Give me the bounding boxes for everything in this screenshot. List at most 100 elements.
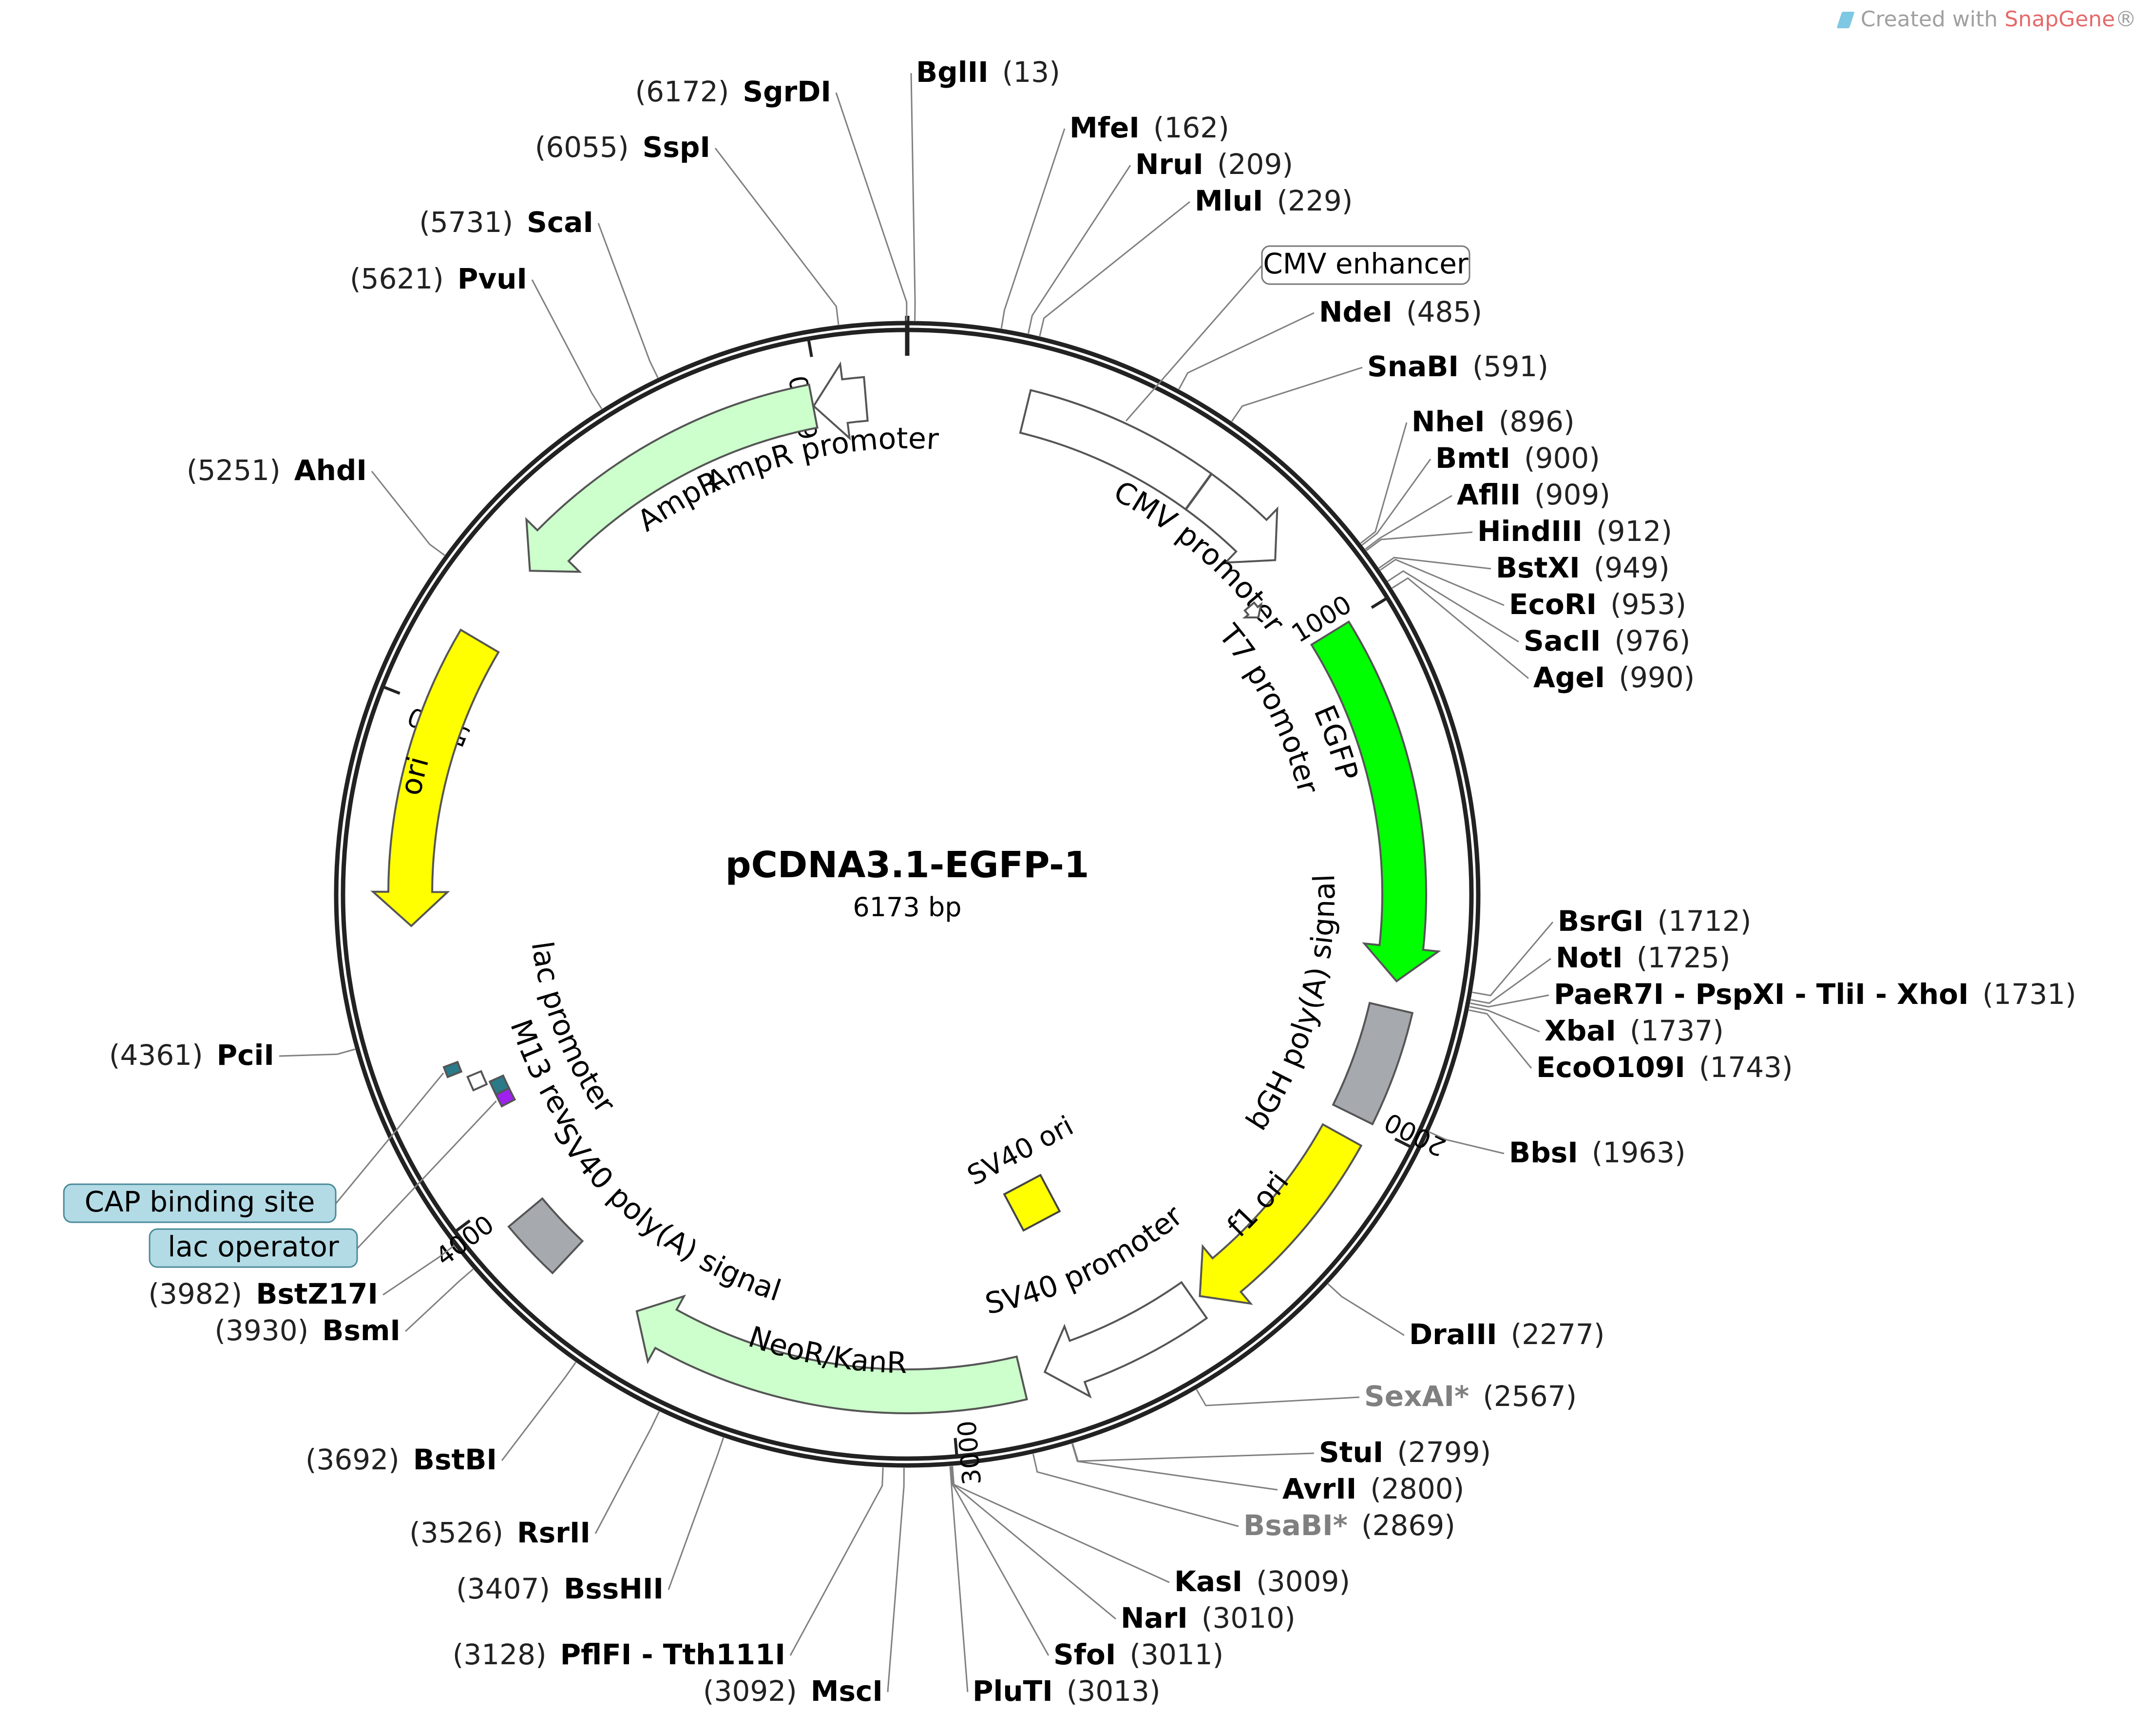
feature-cap-binding-site[interactable]: CAP binding site — [63, 1060, 463, 1223]
site-ndei[interactable]: NdeI(485) — [1178, 295, 1482, 390]
feature-f1-ori[interactable]: f1 ori — [1199, 1123, 1363, 1305]
site-scai[interactable]: (5731)ScaI — [419, 206, 659, 378]
site-pvui[interactable]: (5621)PvuI — [350, 262, 603, 409]
leader-line — [335, 1072, 444, 1204]
site-stui[interactable]: StuI(2799) — [1072, 1436, 1491, 1469]
site-position: (2277) — [1511, 1318, 1605, 1351]
feature-ampr[interactable]: AmpR — [525, 383, 819, 573]
site-bstbi[interactable]: (3692)BstBI — [305, 1362, 576, 1477]
site-bsrgi[interactable]: BsrGI(1712) — [1472, 904, 1752, 997]
site-leader-line — [668, 1437, 725, 1590]
site-position: (3692) — [305, 1443, 400, 1476]
site-xbai[interactable]: XbaI(1737) — [1469, 1006, 1724, 1047]
site-name: BglII — [916, 56, 989, 89]
site-leader-line — [1470, 958, 1551, 1004]
site-position: (209) — [1217, 148, 1293, 181]
site-name: EcoRI — [1509, 588, 1597, 621]
site-label: (3092)MscI — [703, 1674, 883, 1708]
site-bsshii[interactable]: (3407)BssHII — [456, 1437, 725, 1605]
site-leader-line — [1327, 1283, 1405, 1336]
feature-tag-box — [63, 1183, 337, 1223]
feature-shape — [466, 1070, 488, 1092]
site-mlui[interactable]: MluI(229) — [1039, 184, 1353, 337]
site-sgrdi[interactable]: (6172)SgrDI — [635, 75, 908, 321]
site-name: NotI — [1556, 941, 1623, 974]
site-pluti[interactable]: PluTI(3013) — [949, 1466, 1161, 1708]
site-name: AgeI — [1533, 661, 1605, 694]
site-bstz17i[interactable]: (3982)BstZ17I — [148, 1245, 455, 1310]
site-mfei[interactable]: MfeI(162) — [1000, 111, 1229, 329]
site-ecori[interactable]: EcoRI(953) — [1380, 558, 1686, 621]
site-leader-line — [1361, 459, 1431, 546]
site-name: HindIII — [1477, 515, 1583, 548]
site-noti[interactable]: NotI(1725) — [1470, 941, 1731, 1004]
leader-line — [1125, 265, 1263, 422]
feature-cmv-enhancer[interactable]: CMV enhancer — [1019, 245, 1470, 511]
site-bbsi[interactable]: BbsI(1963) — [1429, 1131, 1686, 1169]
feature-ori[interactable]: ori — [370, 628, 500, 927]
site-snabi[interactable]: SnaBI(591) — [1231, 350, 1548, 422]
site-nari[interactable]: NarI(3010) — [951, 1466, 1296, 1635]
site-label: NheI(896) — [1412, 405, 1575, 438]
site-hindiii[interactable]: HindIII(912) — [1366, 515, 1672, 551]
feature-neor-kanr[interactable]: NeoR/KanR — [635, 1294, 1028, 1414]
feature-cmv-promoter[interactable]: CMV promoter — [1108, 472, 1291, 639]
site-bsmi[interactable]: (3930)BsmI — [214, 1269, 474, 1347]
site-leader-line — [1472, 922, 1554, 997]
site-name: ScaI — [527, 206, 593, 239]
feature-label: SV40 poly(A) signal — [547, 1117, 785, 1309]
feature-label: SV40 ori — [962, 1110, 1079, 1192]
tick-1000 — [1371, 597, 1387, 609]
site-leader-line — [950, 1466, 1049, 1656]
site-position: (229) — [1277, 184, 1353, 217]
site-position: (990) — [1619, 661, 1695, 694]
feature-shape — [1332, 1001, 1414, 1126]
site-sacii[interactable]: SacII(976) — [1387, 570, 1690, 657]
site-position: (900) — [1524, 442, 1600, 475]
site-agei[interactable]: AgeI (990) — [1392, 577, 1695, 694]
site-label: (5621)PvuI — [350, 262, 527, 295]
site-bmti[interactable]: BmtI(900) — [1361, 442, 1600, 546]
feature-shape — [442, 1060, 463, 1078]
site-name: AvrII — [1282, 1472, 1356, 1505]
watermark-brand: SnapGene — [2004, 7, 2115, 32]
site-bglii[interactable]: BglII(13) — [910, 56, 1060, 321]
site-msci[interactable]: (3092)MscI — [703, 1467, 905, 1708]
site-ahdi[interactable]: (5251)AhdI — [187, 454, 445, 556]
site-label: PluTI(3013) — [973, 1674, 1161, 1708]
site-avrii[interactable]: AvrII(2800) — [1071, 1443, 1464, 1505]
site-sfoi[interactable]: SfoI(3011) — [950, 1466, 1223, 1672]
feature-shape — [1310, 620, 1441, 983]
site-leader-line — [887, 1467, 905, 1693]
site-label: BmtI(900) — [1435, 442, 1600, 475]
site-bstxi[interactable]: BstXI(949) — [1378, 551, 1670, 584]
site-kasi[interactable]: KasI(3009) — [952, 1466, 1350, 1598]
feature-lac-operator[interactable]: lac operator — [149, 1085, 516, 1268]
site-name: SexAI* — [1364, 1380, 1469, 1413]
site-sexai[interactable]: SexAI*(2567) — [1196, 1380, 1577, 1413]
site-position: (3011) — [1129, 1638, 1223, 1671]
feature-sv40-ori[interactable]: SV40 ori — [962, 1110, 1079, 1232]
site-pcii[interactable]: (4361)PciI — [109, 1039, 356, 1072]
feature-shape — [1199, 1123, 1363, 1305]
site-paer7i-pspxi-tlii-xhoi[interactable]: PaeR7I - PspXI - TliI - XhoI(1731) — [1470, 978, 2077, 1011]
site-nhei[interactable]: NheI(896) — [1360, 405, 1575, 544]
feature-sv40-poly-a-signal[interactable]: SV40 poly(A) signal — [507, 1117, 785, 1309]
site-rsrii[interactable]: (3526)RsrII — [409, 1411, 660, 1549]
site-nrui[interactable]: NruI(209) — [1028, 148, 1293, 334]
tick-3000 — [954, 1438, 958, 1455]
snapgene-logo-icon — [1836, 12, 1855, 28]
site-draiii[interactable]: DraIII(2277) — [1327, 1283, 1605, 1351]
site-bsabi[interactable]: BsaBI*(2869) — [1032, 1453, 1455, 1542]
site-position: (3128) — [453, 1638, 547, 1671]
site-pflfi-tth111i[interactable]: (3128)PflFI - Tth111I — [453, 1467, 884, 1671]
site-position: (3092) — [703, 1674, 797, 1708]
site-ecoo109i[interactable]: EcoO109I(1743) — [1469, 1009, 1793, 1084]
site-aflii[interactable]: AflII(909) — [1365, 478, 1610, 550]
site-position: (1712) — [1658, 904, 1752, 938]
site-sspi[interactable]: (6055)SspI — [535, 131, 840, 325]
site-label: NdeI(485) — [1319, 295, 1482, 328]
site-position: (3407) — [456, 1572, 550, 1605]
site-position: (6172) — [635, 75, 729, 108]
